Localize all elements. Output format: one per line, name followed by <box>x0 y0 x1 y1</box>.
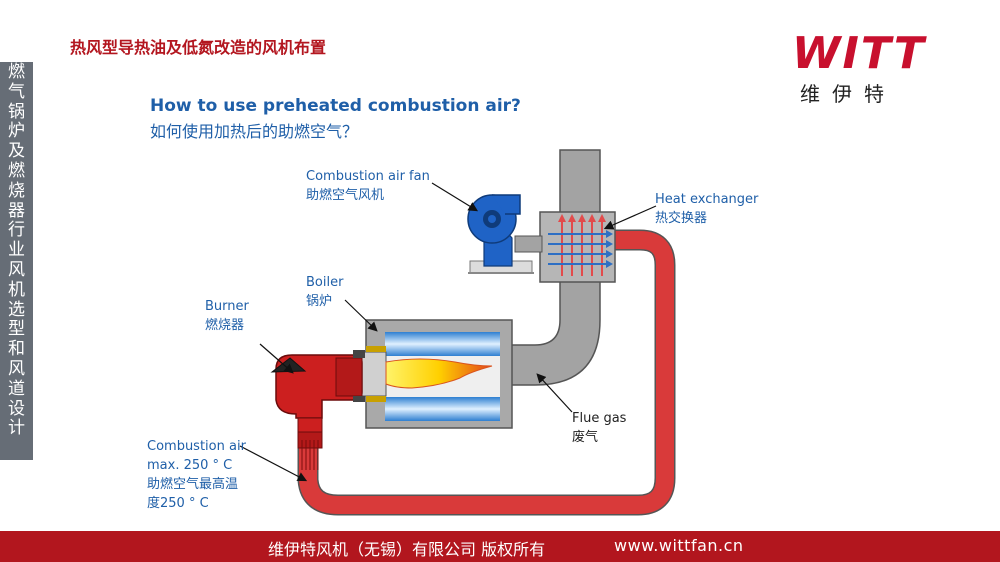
sidebar-char: 气 <box>8 81 25 102</box>
label-heat-exchanger: Heat exchanger 热交换器 <box>655 190 758 228</box>
sidebar-char: 风 <box>8 358 25 379</box>
label-combustion-air-cn1: 助燃空气最高温 <box>147 477 239 492</box>
sidebar-char: 选 <box>8 299 25 320</box>
heat-exchanger <box>539 211 616 283</box>
sidebar-char: 计 <box>8 418 25 439</box>
label-flue-gas: Flue gas 废气 <box>572 409 626 447</box>
combustion-air-fan <box>467 194 534 274</box>
label-burner-cn: 燃烧器 <box>205 318 245 333</box>
sidebar-char: 烧 <box>8 180 25 201</box>
label-burner: Burner 燃烧器 <box>205 297 249 335</box>
witt-logo: WITT 维伊特 <box>770 28 940 108</box>
label-combustion-air-cn2: 度250 ° C <box>147 496 209 511</box>
flame <box>385 358 493 389</box>
fan-leader <box>431 182 479 212</box>
sidebar-caption: 燃气锅炉及燃烧器行业风机选型和风道设计 <box>0 62 33 460</box>
flue-duct <box>509 149 601 386</box>
footer-bar: 维伊特风机（无锡）有限公司 版权所有 www.wittfan.cn <box>0 531 1000 562</box>
sidebar-char: 业 <box>8 240 25 261</box>
sidebar-char: 器 <box>8 200 25 221</box>
page-title: 热风型导热油及低氮改造的风机布置 <box>70 38 327 57</box>
heat-exchanger-leader <box>603 205 657 230</box>
combustion-air-leader <box>239 445 308 482</box>
question-cn: 如何使用加热后的助燃空气？ <box>150 122 359 141</box>
question-en: How to use preheated combustion air? <box>150 96 521 116</box>
sidebar-char: 锅 <box>8 101 25 122</box>
label-combustion-air: Combustion air max. 250 ° C 助燃空气最高温 度250… <box>147 437 246 513</box>
label-heat-exchanger-en: Heat exchanger <box>655 192 759 207</box>
sidebar-char: 设 <box>8 398 25 419</box>
label-flue-gas-cn: 废气 <box>572 430 599 445</box>
label-combustion-air-en2: max. 250 ° C <box>147 458 233 473</box>
label-fan-cn: 助燃空气风机 <box>306 188 385 203</box>
sidebar-char: 燃 <box>8 160 25 181</box>
burner <box>270 350 365 470</box>
sidebar-char: 及 <box>8 141 25 162</box>
label-fan-en: Combustion air fan <box>306 169 430 184</box>
label-burner-en: Burner <box>205 299 249 314</box>
sidebar-char: 行 <box>8 220 25 241</box>
flue-gas-leader <box>536 373 573 413</box>
boiler-leader <box>344 299 378 332</box>
label-combustion-air-en1: Combustion air <box>147 439 246 454</box>
logo-brand: WITT <box>792 28 926 79</box>
sidebar-char: 机 <box>8 279 25 300</box>
sidebar-char: 和 <box>8 339 25 360</box>
label-heat-exchanger-cn: 热交换器 <box>655 211 708 226</box>
boiler <box>361 319 513 429</box>
burner-leader <box>259 343 294 374</box>
label-fan: Combustion air fan 助燃空气风机 <box>306 167 430 205</box>
sidebar-char: 型 <box>8 319 25 340</box>
label-boiler-en: Boiler <box>306 275 344 290</box>
label-boiler: Boiler 锅炉 <box>306 273 343 311</box>
question-block: How to use preheated combustion air? 如何使… <box>150 96 521 142</box>
sidebar-char: 炉 <box>8 121 25 142</box>
footer-company: 维伊特风机（无锡）有限公司 版权所有 <box>268 540 546 559</box>
footer-website: www.wittfan.cn <box>614 536 744 555</box>
sidebar-char: 风 <box>8 259 25 280</box>
label-flue-gas-en: Flue gas <box>572 411 627 426</box>
label-boiler-cn: 锅炉 <box>306 294 333 309</box>
sidebar-char: 燃 <box>8 62 25 82</box>
logo-brand-cn: 维伊特 <box>800 82 896 106</box>
sidebar-char: 道 <box>8 378 25 399</box>
